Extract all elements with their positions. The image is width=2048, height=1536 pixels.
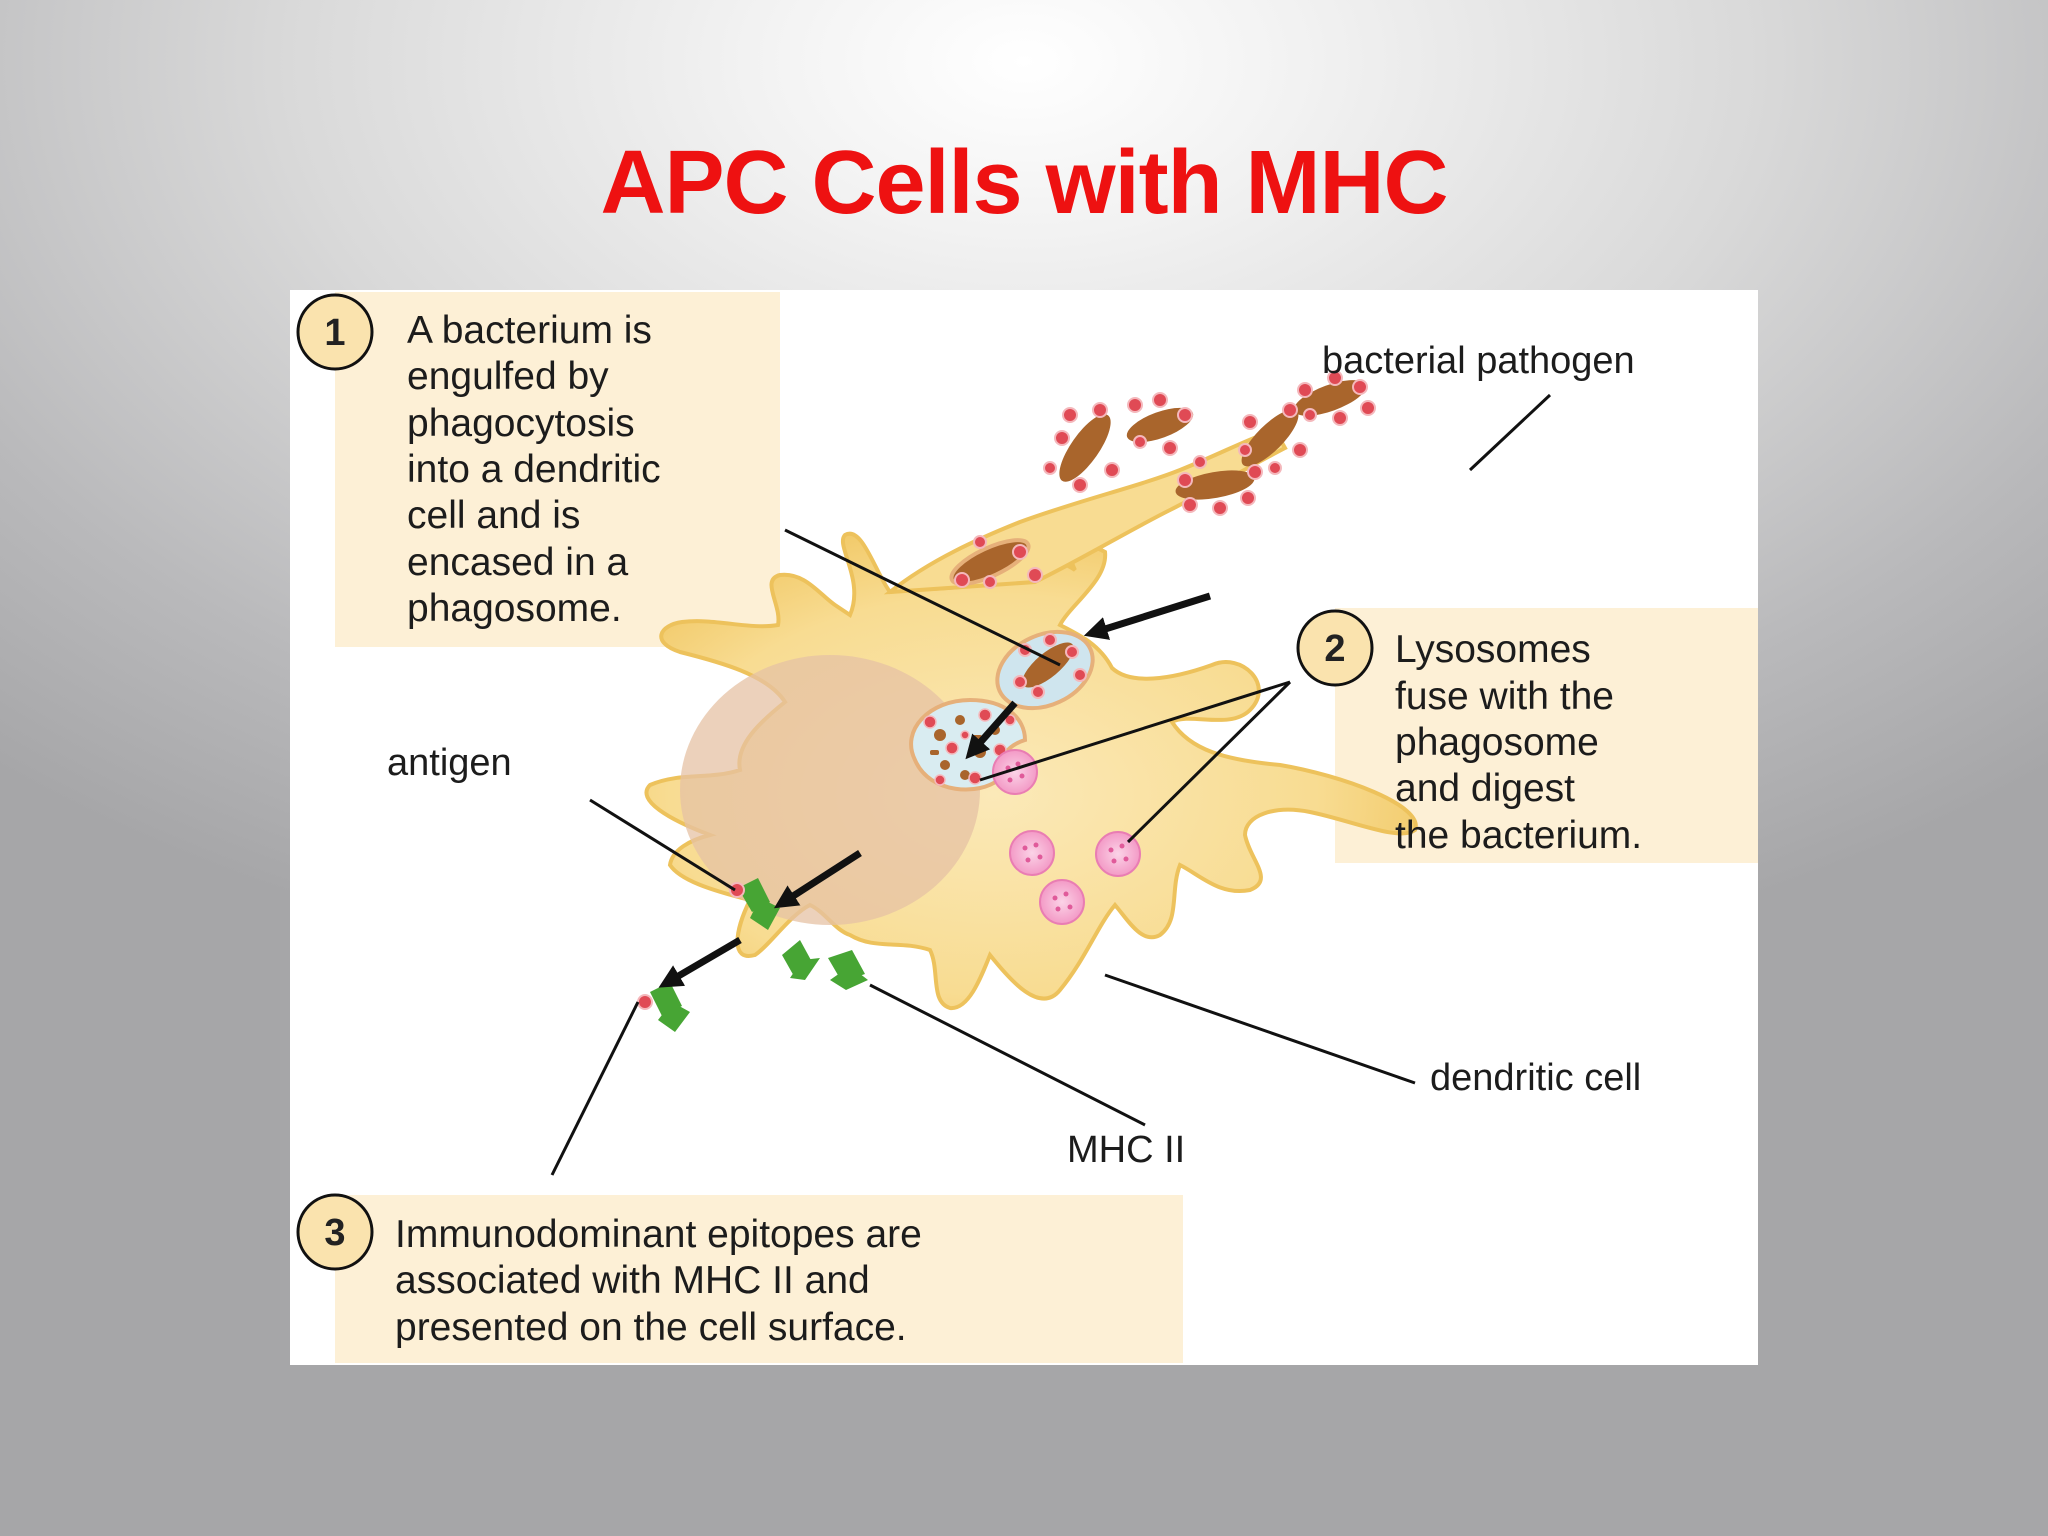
bacterial-pathogen-label: bacterial pathogen bbox=[1322, 340, 1635, 382]
step-3-line: Immunodominant epitopes are bbox=[395, 1213, 922, 1256]
step-1-line: phagocytosis bbox=[407, 402, 635, 445]
step-1-caption-box bbox=[335, 292, 780, 647]
step-2-caption: Lysosomes fuse with the phagosome and di… bbox=[1395, 628, 1642, 857]
dendritic-cell-label: dendritic cell bbox=[1430, 1057, 1641, 1099]
step-1-line: into a dendritic bbox=[407, 448, 661, 491]
mhc-ii-label: MHC II bbox=[1067, 1129, 1185, 1171]
step-1-line: cell and is bbox=[407, 494, 580, 537]
arrow-to-phagolysosome bbox=[965, 700, 1018, 760]
step-2-line: phagosome bbox=[1395, 721, 1599, 764]
step-2-line: fuse with the bbox=[1395, 675, 1614, 718]
step-3-line: associated with MHC II and bbox=[395, 1259, 870, 1302]
step-3-marker: 3 bbox=[296, 1193, 374, 1271]
step-2-line: and digest bbox=[1395, 767, 1575, 810]
step-3-line: presented on the cell surface. bbox=[395, 1306, 907, 1349]
antigen-label: antigen bbox=[387, 742, 512, 784]
antigen-dot bbox=[729, 882, 745, 898]
arrow-uptake bbox=[1083, 592, 1212, 640]
phagosome bbox=[995, 629, 1095, 711]
step-1-number: 1 bbox=[324, 312, 345, 354]
step-2-number: 2 bbox=[1324, 628, 1345, 670]
step-1-line: encased in a bbox=[407, 541, 628, 584]
step-2-line: Lysosomes bbox=[1395, 628, 1591, 671]
step-2-line: the bacterium. bbox=[1395, 814, 1642, 857]
step-3-caption-box bbox=[335, 1195, 1183, 1363]
apc-diagram: 1 2 3 A bacterium is engulfed by phagocy… bbox=[290, 290, 1758, 1365]
bacterial-pathogen-chain bbox=[949, 370, 1376, 589]
mhc-ii-molecules bbox=[650, 878, 868, 1032]
step-1-line: phagosome. bbox=[407, 587, 622, 630]
arrow-to-surface bbox=[658, 936, 742, 988]
slide-title: APC Cells with MHC bbox=[600, 133, 1448, 233]
leader-lines bbox=[550, 393, 1552, 1176]
arrow-to-mhc bbox=[773, 850, 862, 909]
step-1-line: engulfed by bbox=[407, 355, 609, 398]
step-1-line: A bacterium is bbox=[407, 309, 652, 352]
antigen-dot-surface bbox=[637, 994, 653, 1010]
step-3-number: 3 bbox=[324, 1212, 345, 1254]
step-2-marker: 2 bbox=[1296, 609, 1374, 687]
step-1-caption: A bacterium is engulfed by phagocytosis … bbox=[407, 309, 661, 630]
step-1-marker: 1 bbox=[296, 293, 374, 371]
lysosomes bbox=[1009, 830, 1141, 925]
step-3-caption: Immunodominant epitopes are associated w… bbox=[395, 1213, 922, 1349]
pathway-arrows bbox=[658, 592, 1212, 988]
nucleus bbox=[680, 655, 980, 925]
